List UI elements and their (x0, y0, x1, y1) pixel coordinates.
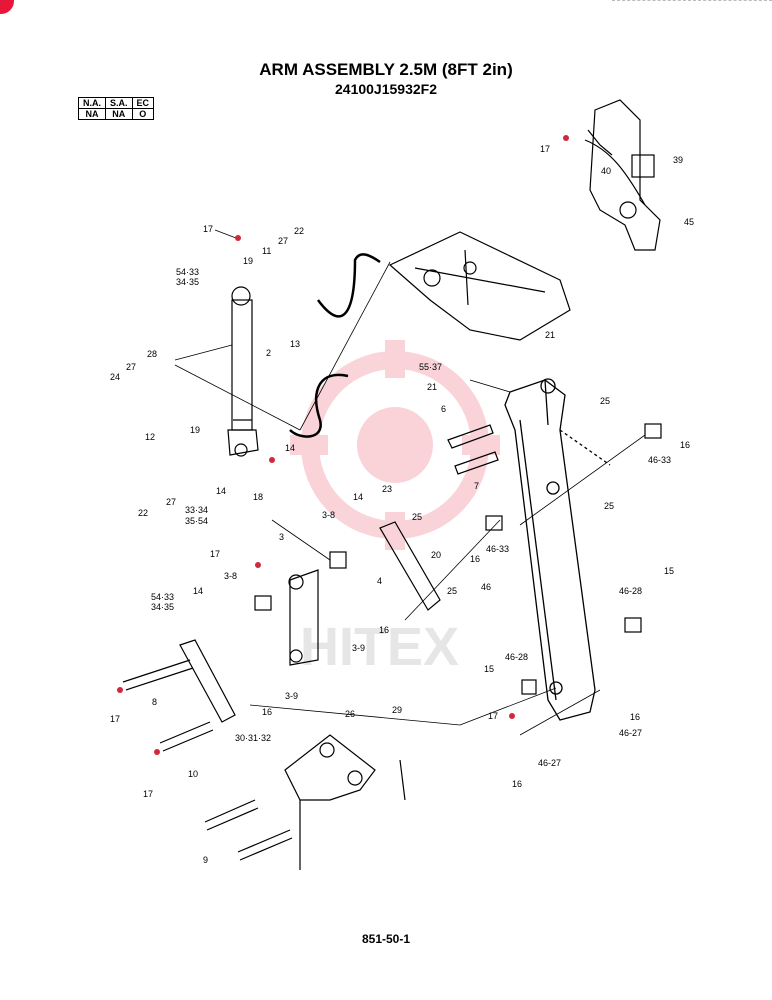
availability-value-sa: NA (105, 108, 133, 120)
callout-11: 11 (262, 246, 271, 256)
grease-fittings (117, 135, 569, 755)
callout-19: 19 (243, 256, 253, 266)
callout-25: 25 (604, 501, 614, 511)
callout-39: 39 (673, 155, 683, 165)
callout-46: 46 (481, 582, 491, 592)
page-number: 851-50-1 (361, 932, 411, 946)
callout-3-9: 3-9 (352, 643, 365, 653)
callout-46-28: 46-28 (619, 586, 642, 596)
callout-18: 18 (253, 492, 263, 502)
callout-24: 24 (110, 372, 120, 382)
callout-34-35: 34·35 (151, 602, 174, 612)
callout-3-9: 3-9 (285, 691, 298, 701)
callout-13: 13 (290, 339, 300, 349)
callout-3: 3 (279, 532, 284, 542)
link-parts (179, 423, 662, 723)
bucket-linkage (284, 734, 406, 870)
callout-29: 29 (392, 705, 402, 715)
callout-8: 8 (152, 697, 157, 707)
leader-lines (174, 229, 646, 736)
callout-46-27: 46-27 (619, 728, 642, 738)
callout-labels: 17 39 40 45 17 22 27 11 19 54·33 34·35 2… (110, 144, 694, 865)
callout-27: 27 (166, 497, 176, 507)
callout-26: 26 (345, 709, 355, 719)
callout-16: 16 (262, 707, 272, 717)
top-dashed-rule (612, 0, 772, 1)
callout-15: 15 (664, 566, 674, 576)
assembly-part-number: 24100J15932F2 (335, 81, 437, 97)
callout-17: 17 (203, 224, 213, 234)
callout-17: 17 (488, 711, 498, 721)
availability-value-na: NA (78, 108, 106, 120)
callout-16: 16 (680, 440, 690, 450)
callout-27: 27 (126, 362, 136, 372)
callout-15: 15 (484, 664, 494, 674)
callout-7: 7 (474, 481, 479, 491)
boom-section (388, 231, 571, 341)
watermark-logo (290, 340, 500, 550)
callout-34-35: 34·35 (176, 277, 199, 287)
callout-25: 25 (412, 512, 422, 522)
callout-21: 21 (545, 330, 555, 340)
callout-46-33: 46-33 (486, 544, 509, 554)
callout-17: 17 (110, 714, 120, 724)
callout-16: 16 (379, 625, 389, 635)
callout-14: 14 (353, 492, 363, 502)
callout-55-37: 55·37 (419, 362, 442, 372)
callout-28: 28 (147, 349, 157, 359)
callout-16: 16 (470, 554, 480, 564)
callout-25: 25 (600, 396, 610, 406)
callout-22: 22 (138, 508, 148, 518)
callout-35-54: 35·54 (185, 516, 208, 526)
callout-3-8: 3-8 (224, 571, 237, 581)
availability-value-ec: O (131, 108, 155, 120)
hose-13 (289, 253, 381, 438)
callout-30-31-32: 30·31·32 (235, 733, 271, 743)
callout-23: 23 (382, 484, 392, 494)
watermark-text: HITEX (300, 617, 459, 677)
callout-40: 40 (601, 166, 611, 176)
callout-16: 16 (512, 779, 522, 789)
callout-17: 17 (210, 549, 220, 559)
callout-2: 2 (266, 348, 271, 358)
callout-16: 16 (630, 712, 640, 722)
callout-33-34: 33·34 (185, 505, 208, 515)
page-title: ARM ASSEMBLY 2.5M (8FT 2in) (259, 60, 513, 79)
callout-17: 17 (143, 789, 153, 799)
callout-19: 19 (190, 425, 200, 435)
callout-20: 20 (431, 550, 441, 560)
cylinder-2 (227, 286, 259, 457)
arm-body (504, 378, 611, 721)
callout-3-8: 3-8 (322, 510, 335, 520)
callout-21: 21 (427, 382, 437, 392)
availability-table: N.A. S.A. EC NA NA O (78, 97, 155, 120)
callout-54-33: 54·33 (176, 267, 199, 277)
callout-12: 12 (145, 432, 155, 442)
pins (122, 424, 499, 861)
callout-46-27: 46-27 (538, 758, 561, 768)
callout-14: 14 (216, 486, 226, 496)
callout-54-33: 54·33 (151, 592, 174, 602)
callout-9: 9 (203, 855, 208, 865)
callout-14: 14 (193, 586, 203, 596)
callout-46-33: 46-33 (648, 455, 671, 465)
callout-25: 25 (447, 586, 457, 596)
callout-45: 45 (684, 217, 694, 227)
callout-27: 27 (278, 236, 288, 246)
availability-value-row: NA NA O (78, 108, 155, 120)
callout-4: 4 (377, 576, 382, 586)
callout-22: 22 (294, 226, 304, 236)
detail-boom-tip (584, 99, 661, 251)
callout-17: 17 (540, 144, 550, 154)
callout-6: 6 (441, 404, 446, 414)
callout-14: 14 (285, 443, 295, 453)
callout-46-28: 46-28 (505, 652, 528, 662)
callout-10: 10 (188, 769, 198, 779)
